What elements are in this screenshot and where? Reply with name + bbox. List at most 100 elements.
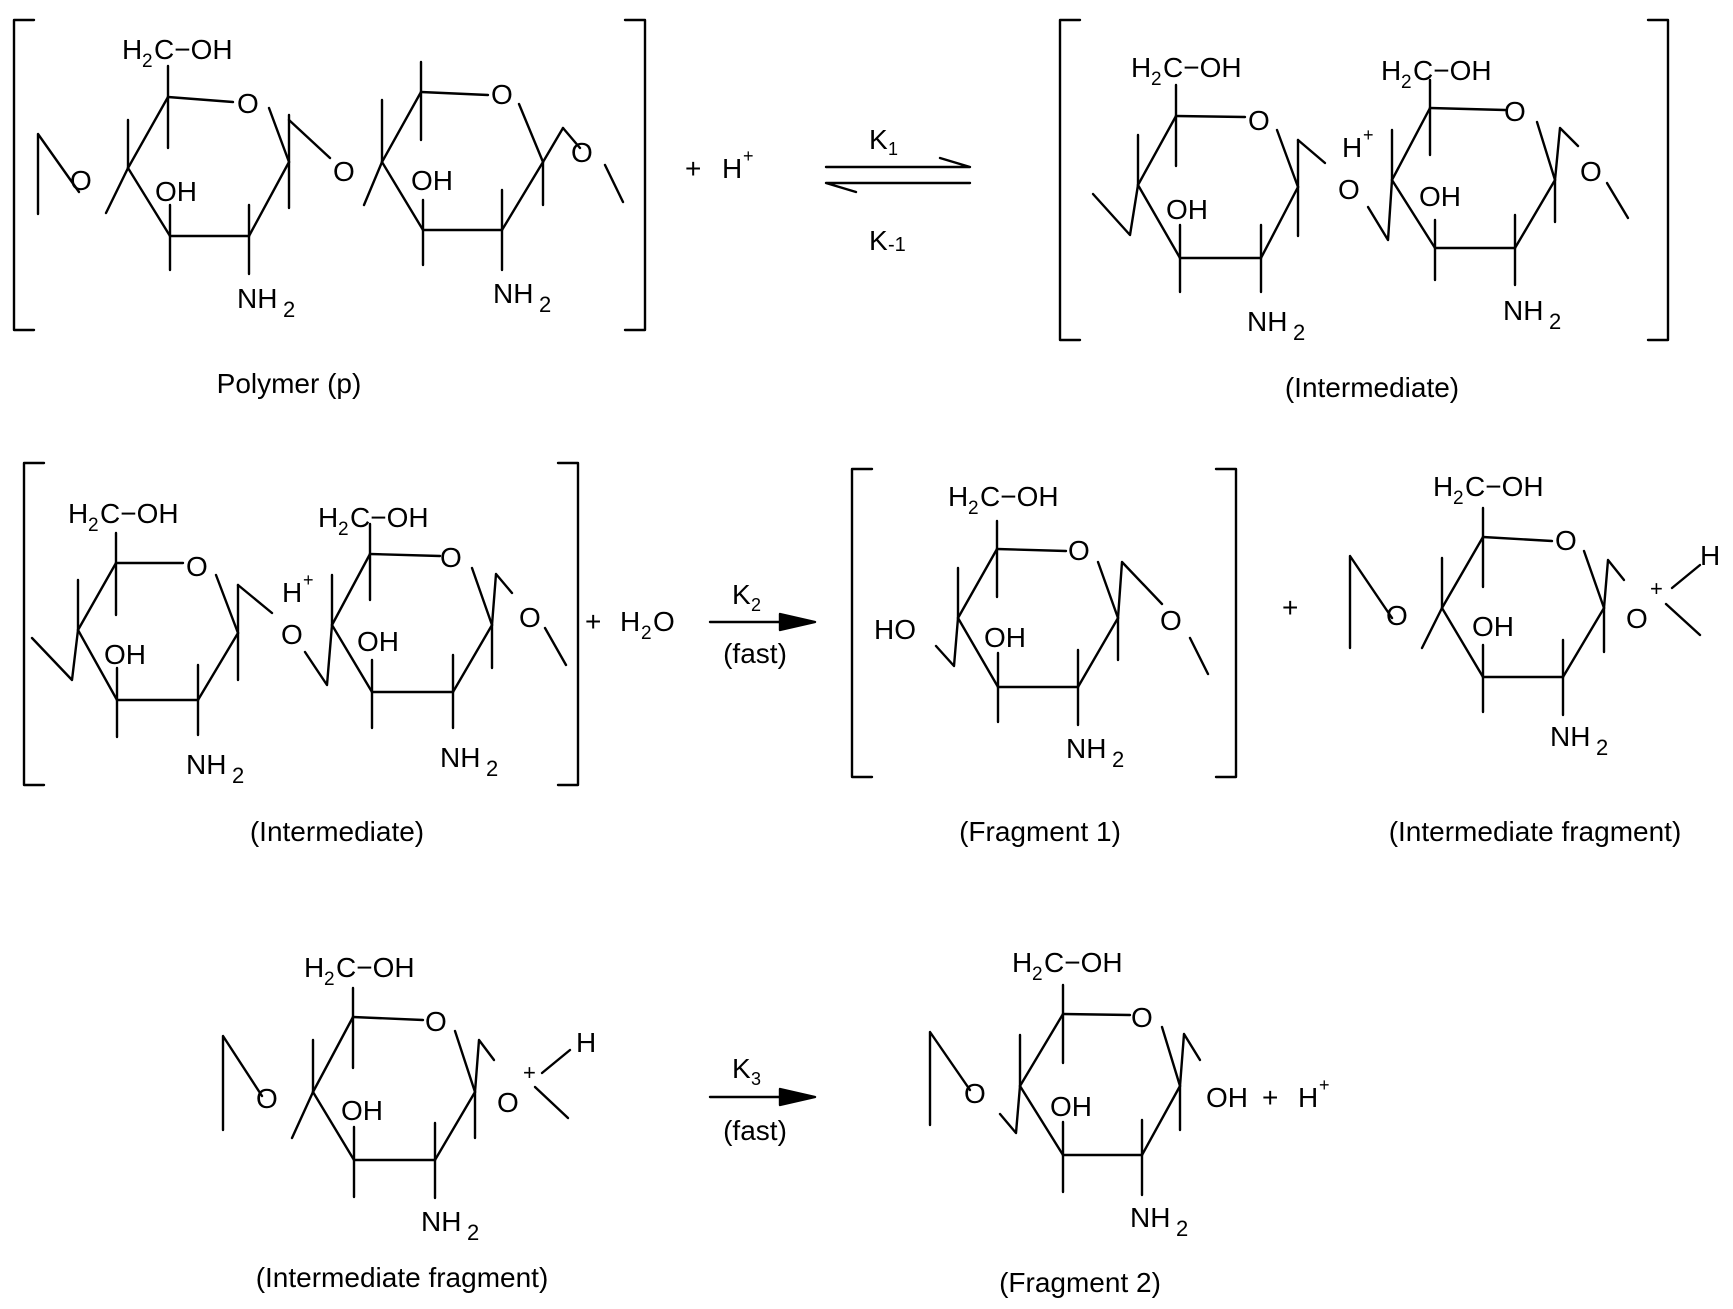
polymer-a-oh: OH <box>155 176 197 207</box>
intermediate2-unit-b <box>303 522 568 730</box>
intermediate1-a-ch2oh-h: H <box>1131 52 1151 83</box>
intermediate2-a-nh-sub: 2 <box>232 763 244 788</box>
polymer-glucosamine-unit-a <box>36 64 332 276</box>
polymer-b-ring-o: O <box>491 79 513 110</box>
r1-proton: H <box>722 153 742 184</box>
intermediate1-b-nh-sub: 2 <box>1549 309 1561 334</box>
fragment1-right-o: O <box>1160 605 1182 636</box>
polymer-left-o: O <box>70 165 92 196</box>
polymer-a-ring-o: O <box>237 88 259 119</box>
polymer-left-bracket <box>12 18 36 332</box>
intermediate1-b-ch2oh-sub: 2 <box>1401 72 1412 93</box>
r2-plus: + <box>1282 592 1298 623</box>
r3-k-sub: 3 <box>751 1069 761 1089</box>
intermediate-fragment2-protonated-o: O <box>1626 603 1648 634</box>
polymer-right-bracket <box>623 18 647 332</box>
intermediate1-a-nh-sub: 2 <box>1293 320 1305 345</box>
polymer-b-oh: OH <box>411 165 453 196</box>
intermediate1-b-nh: NH <box>1503 295 1543 326</box>
polymer-label: Polymer (p) <box>217 368 362 399</box>
fragment2-nh-sub: 2 <box>1176 1216 1188 1241</box>
fragment1-glucosamine-unit <box>934 519 1210 727</box>
intermediate1-right-bracket <box>1646 18 1670 342</box>
intermediate-fragment2-nh-sub: 2 <box>1596 735 1608 760</box>
r3-forward-arrow <box>708 1087 817 1107</box>
intermediate2-b-nh-sub: 2 <box>486 756 498 781</box>
intermediate2-a-ch2oh-h: H <box>68 498 88 529</box>
intermediate2-right-bracket <box>556 461 580 787</box>
intermediate2-a-ring-o: O <box>186 551 208 582</box>
r1-proton-charge: + <box>743 146 754 166</box>
fragment1-ho: HO <box>874 614 916 645</box>
intermediate-fragment3-ring-o: O <box>425 1006 447 1037</box>
intermediate2-a-ch2oh-sub: 2 <box>88 515 99 536</box>
r1-k-forward: K <box>869 124 888 155</box>
intermediate-fragment2-ch2oh-rest: C−OH <box>1465 471 1544 502</box>
intermediate-fragment3-left-o: O <box>256 1083 278 1114</box>
fragment1-ch2oh-sub: 2 <box>968 498 979 519</box>
intermediate1-proton-charge: + <box>1363 125 1374 145</box>
intermediate1-a-ring-o: O <box>1248 105 1270 136</box>
intermediate-fragment3-nh: NH <box>421 1206 461 1237</box>
intermediate-fragment2-left-o: O <box>1386 600 1408 631</box>
fragment1-nh: NH <box>1066 733 1106 764</box>
r1-k-forward-sub: 1 <box>888 139 898 159</box>
intermediate2-unit-a <box>30 531 274 739</box>
intermediate1-right-o: O <box>1580 156 1602 187</box>
intermediate2-left-bracket <box>22 461 46 787</box>
fragment2-ch2oh-h: H <box>1012 947 1032 978</box>
intermediate-fragment2-oh: OH <box>1472 611 1514 642</box>
r3-proton-charge: + <box>1319 1075 1330 1095</box>
polymer-right-o: O <box>571 137 593 168</box>
intermediate1-glycosidic-o: O <box>1338 174 1360 205</box>
r2-condition: (fast) <box>723 638 787 669</box>
intermediate2-a-ch2oh-rest: C−OH <box>100 498 179 529</box>
polymer-a-nh-sub: 2 <box>283 297 295 322</box>
polymer-b-nh-sub: 2 <box>539 292 551 317</box>
intermediate-fragment2-charge: + <box>1650 576 1663 601</box>
intermediate-fragment2-label: (Intermediate fragment) <box>1389 816 1682 847</box>
polymer-glucosamine-unit-b <box>362 60 625 272</box>
intermediate1-left-bracket <box>1058 18 1082 342</box>
intermediate2-a-nh: NH <box>186 749 226 780</box>
intermediate-fragment-row3 <box>221 986 572 1200</box>
fragment1-right-bracket <box>1214 467 1238 779</box>
intermediate1-b-ring-o: O <box>1504 96 1526 127</box>
intermediate-fragment-row2 <box>1348 506 1702 717</box>
r3-plus: + <box>1262 1082 1278 1113</box>
intermediate-fragment3-ch2oh-h: H <box>304 952 324 983</box>
intermediate-fragment3-ch2oh-sub: 2 <box>324 969 335 990</box>
intermediate1-b-oh: OH <box>1419 181 1461 212</box>
intermediate-fragment3-label: (Intermediate fragment) <box>256 1262 549 1293</box>
r2-plus-water: + <box>585 606 601 637</box>
intermediate2-b-ch2oh-sub: 2 <box>338 519 349 540</box>
polymer-a-ch2oh-sub: 2 <box>142 51 153 72</box>
intermediate-fragment3-h: H <box>576 1027 596 1058</box>
intermediate2-label: (Intermediate) <box>250 816 424 847</box>
fragment1-ch2oh-h: H <box>948 481 968 512</box>
intermediate2-a-oh: OH <box>104 639 146 670</box>
intermediate2-b-ch2oh-h: H <box>318 502 338 533</box>
intermediate2-b-ring-o: O <box>440 542 462 573</box>
intermediate1-a-ch2oh-rest: C−OH <box>1163 52 1242 83</box>
fragment2-oh: OH <box>1050 1091 1092 1122</box>
fragment2-ring-o: O <box>1131 1002 1153 1033</box>
intermediate-fragment3-ch2oh-rest: C−OH <box>336 952 415 983</box>
intermediate-fragment2-ch2oh-h: H <box>1433 471 1453 502</box>
r1-k-reverse-sub: -1 <box>888 234 906 256</box>
fragment1-ch2oh-rest: C−OH <box>980 481 1059 512</box>
polymer-b-nh: NH <box>493 278 533 309</box>
intermediate-fragment3-nh-sub: 2 <box>467 1220 479 1245</box>
r3-proton: H <box>1298 1082 1318 1113</box>
r2-k-sub: 2 <box>751 595 761 615</box>
polymer-a-ch2oh-rest: C−OH <box>154 34 233 65</box>
fragment2-glucosamine-unit <box>928 983 1202 1197</box>
intermediate2-right-o: O <box>519 602 541 633</box>
polymer-a-nh: NH <box>237 283 277 314</box>
intermediate1-b-ch2oh-rest: C−OH <box>1413 55 1492 86</box>
intermediate1-proton: H <box>1342 132 1362 163</box>
intermediate-fragment3-charge: + <box>523 1060 536 1085</box>
intermediate1-a-ch2oh-sub: 2 <box>1151 69 1162 90</box>
